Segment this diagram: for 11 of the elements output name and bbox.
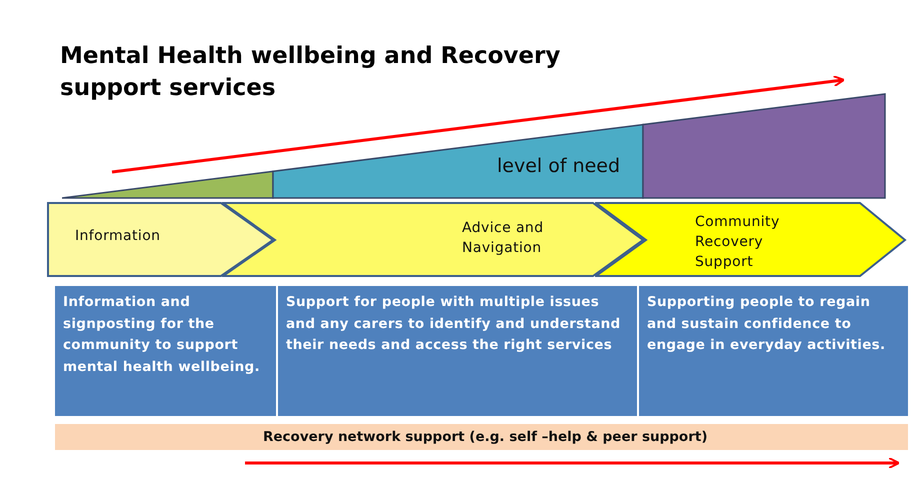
stage-label: Community Recovery Support [695,213,781,272]
description-text: Supporting people to regain and sustain confidence to engage in everyday activities. [647,293,886,355]
wedge-label: level of need [497,154,620,179]
description-panel [278,286,637,416]
description-panel [639,286,908,416]
description-panel [55,286,276,416]
description-text: Support for people with multiple issues and any carers to identify and understand their needs and access the right services [286,293,622,355]
description-text: Information and signposting for the community to support mental health wellbeing. [63,293,261,376]
title: Mental Health wellbeing and Recovery support services [60,42,562,103]
band-label: Recovery network support (e.g. self –help & peer support) [263,428,708,447]
recovery-band [55,424,908,450]
